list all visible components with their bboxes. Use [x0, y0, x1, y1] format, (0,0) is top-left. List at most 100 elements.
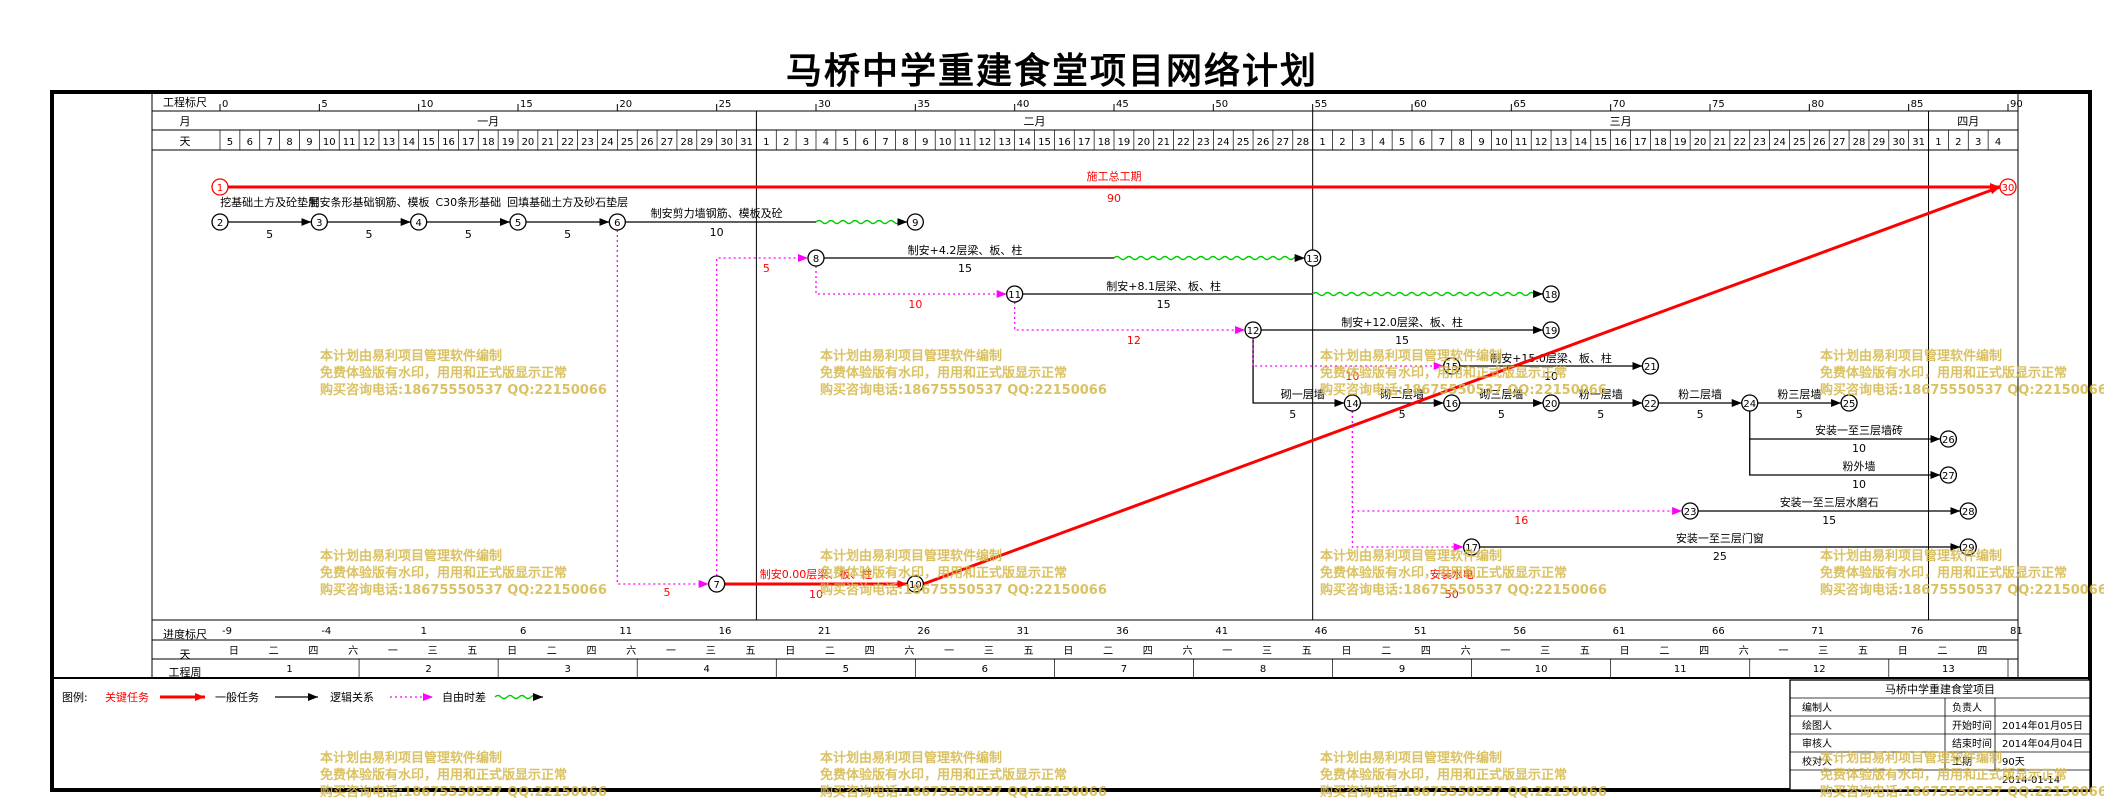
day-number: 23: [581, 137, 594, 148]
weekday-label: 四: [1421, 646, 1431, 657]
day-number: 16: [442, 137, 455, 148]
network-node: [1244, 321, 1262, 339]
watermark-text: 免费体验版有水印，用用和正式版显示正常: [820, 767, 1067, 783]
watermark-text: 购买咨询电话:18675550537 QQ:22150066: [820, 582, 1107, 598]
weekday-label: 五: [1858, 646, 1868, 657]
weekday-label: 五: [745, 646, 755, 657]
day-number: 18: [482, 137, 495, 148]
network-node: [1959, 502, 1977, 520]
weekday-label: 三: [1818, 646, 1828, 657]
task-duration: 5: [465, 228, 472, 241]
info-key: 工期: [1952, 756, 1972, 768]
day-number: 5: [1399, 137, 1405, 148]
task-duration: 10: [1852, 442, 1866, 455]
watermark-text: 购买咨询电话:18675550537 QQ:22150066: [820, 784, 1107, 800]
progress-tick-label: 1: [421, 626, 427, 637]
watermark-text: 本计划由易利项目管理软件编制: [1820, 750, 2002, 766]
weekday-label: 六: [626, 645, 636, 657]
node-number: 23: [1684, 507, 1697, 518]
info-value: 2014年04月04日: [2002, 737, 2083, 750]
day-number: 18: [1654, 137, 1667, 148]
node-number: 18: [1545, 290, 1558, 301]
day-number: 5: [227, 137, 233, 148]
node-number: 25: [1843, 399, 1856, 410]
lag-value: 10: [1345, 370, 1359, 383]
day-number: 13: [1555, 137, 1568, 148]
watermark-text: 免费体验版有水印，用用和正式版显示正常: [1820, 767, 2067, 783]
network-node: [509, 213, 527, 231]
task-duration: 5: [366, 228, 373, 241]
node-number: 6: [614, 218, 620, 229]
node-number: 29: [1962, 543, 1975, 554]
node-number: 24: [1743, 399, 1756, 410]
node-number: 5: [515, 218, 521, 229]
day-number: 24: [1773, 137, 1786, 148]
scale-tick-label: 10: [421, 99, 434, 110]
task-duration: 15: [1822, 514, 1836, 527]
scale-tick-label: 90: [2010, 99, 2023, 110]
task-duration: 25: [1713, 550, 1727, 563]
day-number: 25: [1793, 137, 1806, 148]
weekday-label: 日: [1341, 646, 1351, 657]
scale-tick-label: 20: [619, 99, 632, 110]
node-number: 11: [1008, 290, 1021, 301]
scale-tick-label: 5: [321, 99, 327, 110]
day-number: 19: [502, 137, 515, 148]
day-number: 14: [1574, 137, 1587, 148]
week-label: 10: [1535, 664, 1548, 675]
day-number: 27: [1276, 137, 1289, 148]
weekday-label: 二: [1659, 646, 1669, 657]
weekday-label: 六: [348, 645, 358, 657]
weekday-label: 二: [1381, 646, 1391, 657]
network-node: [1443, 357, 1461, 375]
month-label: 一月: [477, 115, 499, 128]
watermark-text: 本计划由易利项目管理软件编制: [820, 750, 1002, 766]
day-number: 6: [247, 137, 253, 148]
scale-tick-label: 45: [1116, 99, 1129, 110]
day-number: 9: [1478, 137, 1484, 148]
day-number: 13: [382, 137, 395, 148]
task-label: 制安+12.0层梁、板、柱: [1341, 315, 1463, 329]
watermark-text: 免费体验版有水印，用用和正式版显示正常: [320, 767, 567, 783]
task-label: 制安0.00层梁、板、柱: [760, 567, 873, 581]
month-label: 四月: [1957, 115, 1979, 128]
weekday-label: 四: [1143, 646, 1153, 657]
day-number: 9: [306, 137, 312, 148]
day-number: 8: [1458, 137, 1464, 148]
day-number: 1: [1935, 137, 1941, 148]
network-node: [1741, 394, 1759, 412]
free-float-line: [815, 219, 904, 225]
network-node: [1641, 357, 1660, 375]
network-node: [1006, 285, 1024, 303]
watermark-text: 购买咨询电话:18675550537 QQ:22150066: [320, 582, 607, 598]
day-number: 24: [601, 137, 614, 148]
day-number: 20: [1694, 137, 1707, 148]
day-number: 14: [402, 137, 415, 148]
task-label: 安装水电: [1430, 567, 1474, 581]
watermark-text: 免费体验版有水印，用用和正式版显示正常: [820, 365, 1067, 381]
node-number: 15: [1445, 362, 1458, 373]
page-title: 马桥中学重建食堂项目网络计划: [785, 50, 1318, 92]
weekday-label: 日: [785, 646, 795, 657]
network-node: [1959, 538, 1977, 556]
node-number: 14: [1346, 399, 1359, 410]
watermark-text: 免费体验版有水印，用用和正式版显示正常: [820, 565, 1067, 581]
day-number: 19: [1118, 137, 1131, 148]
weekday-label: 一: [1779, 646, 1789, 657]
weekday-label: 六: [904, 645, 914, 657]
watermark-text: 本计划由易利项目管理软件编制: [1820, 548, 2002, 564]
day-number: 21: [541, 137, 554, 148]
network-node: [807, 249, 825, 267]
legend-float-label: 自由时差: [442, 690, 486, 704]
day-number: 29: [1872, 137, 1885, 148]
logic-link: [1014, 302, 1246, 334]
day-number: 11: [343, 137, 356, 148]
day-number: 10: [323, 137, 336, 148]
week-label: 4: [704, 664, 710, 675]
day-number: 28: [680, 137, 693, 148]
row-label-week: 工程周: [169, 666, 202, 679]
lag-value: 10: [908, 298, 922, 311]
legend-float-line: [494, 694, 538, 700]
scale-tick-label: 30: [818, 99, 831, 110]
week-label: 2: [425, 664, 431, 675]
